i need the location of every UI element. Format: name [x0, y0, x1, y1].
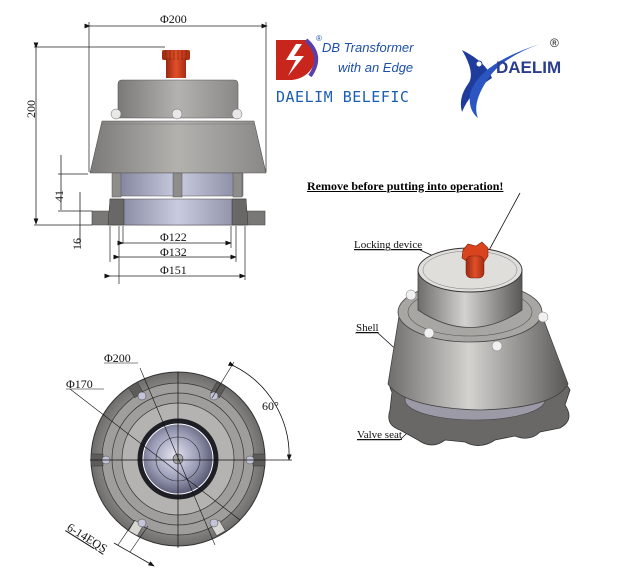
dim-top-diameter: Φ200 — [160, 12, 187, 26]
warning-label: Remove before putting into operation! — [307, 179, 504, 193]
dim-angle-60: 60° — [262, 399, 279, 413]
shell-label: Shell — [356, 322, 379, 334]
daelim-name: DAELIM — [496, 58, 562, 77]
dim-bottom-d200: Φ200 — [104, 351, 131, 365]
dim-d122: Φ122 — [160, 230, 187, 244]
dim-height-200: 200 — [24, 100, 38, 118]
db-tagline-2: with an Edge — [338, 60, 414, 75]
dim-41: 41 — [52, 190, 66, 202]
dim-16: 16 — [70, 238, 84, 250]
valve-seat-label: Valve seat — [357, 429, 402, 441]
daelim-logo: ® DAELIM — [490, 36, 580, 86]
dim-bottom-d170: Φ170 — [66, 377, 93, 391]
dim-d132: Φ132 — [160, 245, 187, 259]
db-registered-mark: ® — [316, 34, 322, 43]
db-company-name: DAELIM BELEFIC — [276, 88, 410, 106]
dim-d151: Φ151 — [160, 263, 187, 277]
daelim-registered-mark: ® — [550, 36, 559, 50]
db-tagline-1: DB Transformer — [322, 40, 414, 55]
db-belefic-logo: ® DB Transformer with an Edge DAELIM BEL… — [276, 34, 426, 108]
locking-device-label: Locking device — [354, 239, 423, 251]
